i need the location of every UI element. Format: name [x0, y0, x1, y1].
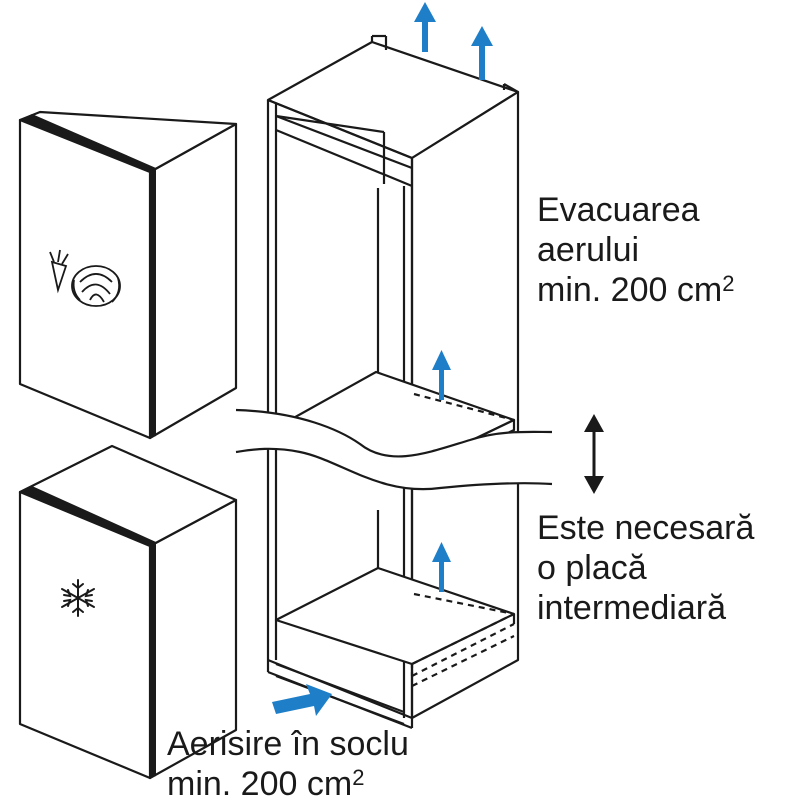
exhaust-label-line3: min. 200 cm2	[537, 270, 734, 310]
plinth-label: Aerisire în soclu min. 200 cm2	[167, 724, 409, 804]
plate-label: Este necesară o placă intermediară	[537, 508, 754, 628]
airflow-arrows	[272, 2, 493, 716]
fridge-door	[18, 110, 238, 440]
exhaust-label-line2: aerului	[537, 231, 640, 269]
exhaust-arrow-right	[471, 26, 493, 80]
freezer-door	[18, 444, 238, 780]
plinth-label-sup: 2	[352, 765, 365, 790]
double-arrow-vertical-icon	[584, 414, 604, 494]
plate-label-line2: o placă	[537, 549, 647, 587]
exhaust-label-line1: Evacuarea	[537, 191, 700, 229]
vegetables-icon	[49, 249, 121, 307]
plate-arrow-lower	[432, 542, 451, 592]
exhaust-label-value: min. 200 cm	[537, 271, 723, 309]
plinth-label-value: min. 200 cm	[167, 765, 353, 803]
plinth-label-line1: Aerisire în soclu	[167, 725, 409, 763]
exhaust-label-sup: 2	[722, 271, 735, 296]
snowflake-icon	[61, 579, 95, 617]
exhaust-arrow-left	[414, 2, 436, 52]
plate-arrow-upper	[432, 350, 451, 400]
plinth-inlet-arrow	[272, 684, 332, 716]
plinth-label-line2: min. 200 cm2	[167, 764, 409, 804]
plate-label-line1: Este necesară	[537, 509, 755, 547]
plate-label-line3: intermediară	[537, 589, 726, 627]
exhaust-label: Evacuarea aerului min. 200 cm2	[537, 190, 734, 310]
break-lines	[235, 408, 553, 491]
